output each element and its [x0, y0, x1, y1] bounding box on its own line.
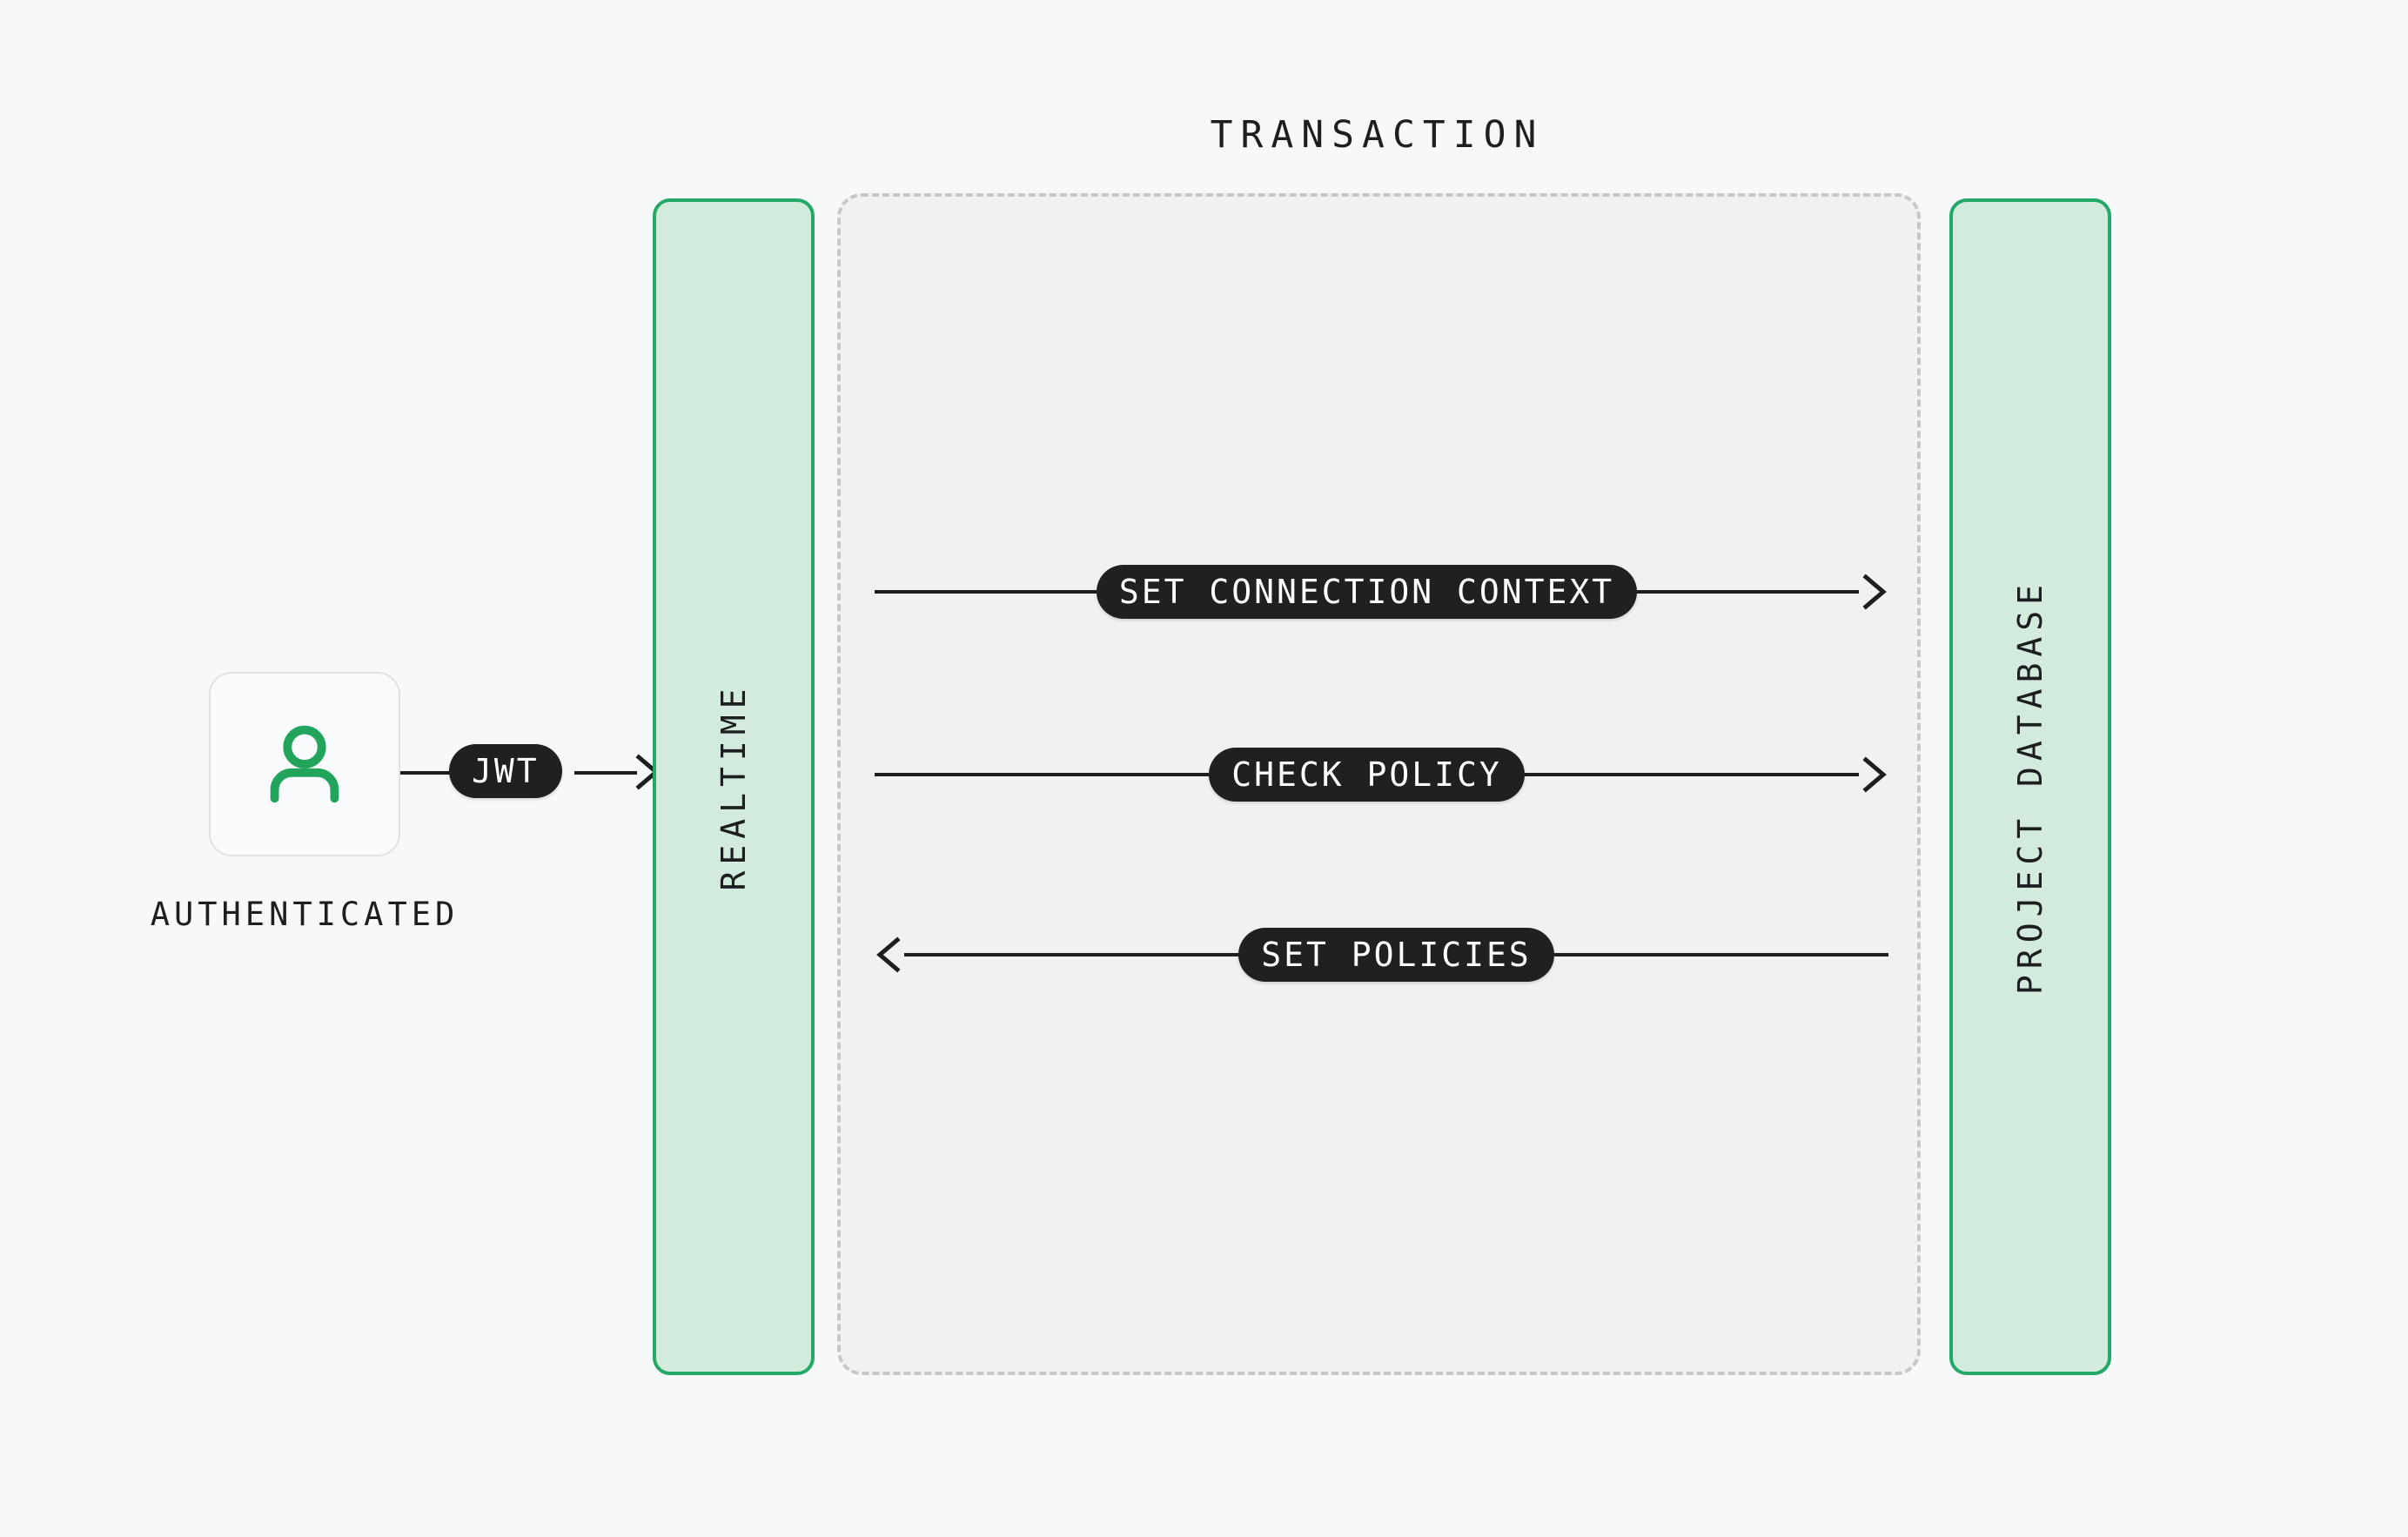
- flow-row: SET CONNECTION CONTEXT: [875, 561, 1888, 622]
- jwt-connector-line-left: [400, 771, 454, 775]
- realtime-column-label: REALTIME: [714, 682, 753, 891]
- flow-row: CHECK POLICY: [875, 744, 1888, 805]
- arrow-right-icon: [1859, 572, 1888, 612]
- flow-line-left: [875, 590, 1097, 594]
- jwt-token-pill[interactable]: JWT: [449, 744, 562, 798]
- project-database-column[interactable]: PROJECT DATABASE: [1949, 198, 2111, 1375]
- flow-line-right: [1553, 953, 1889, 956]
- page-title: TRANSACTION: [1210, 113, 1545, 157]
- user-icon: [253, 713, 356, 815]
- jwt-connector-line-right: [574, 771, 637, 775]
- authenticated-user-card[interactable]: [209, 672, 400, 856]
- flow-label-pill[interactable]: CHECK POLICY: [1209, 748, 1525, 802]
- realtime-column[interactable]: REALTIME: [653, 198, 815, 1375]
- project-database-column-label: PROJECT DATABASE: [2011, 578, 2049, 996]
- authenticated-user-label: AUTHENTICATED: [150, 896, 459, 933]
- arrow-right-icon: [1859, 755, 1888, 795]
- flow-line-left: [904, 953, 1239, 956]
- flow-label-pill[interactable]: SET POLICIES: [1238, 928, 1554, 982]
- arrow-left-icon: [875, 935, 904, 975]
- flow-row: SET POLICIES: [875, 924, 1889, 985]
- flow-line-right: [1524, 773, 1860, 776]
- flow-line-right: [1637, 590, 1860, 594]
- flow-label-pill[interactable]: SET CONNECTION CONTEXT: [1096, 565, 1638, 619]
- flow-line-left: [875, 773, 1210, 776]
